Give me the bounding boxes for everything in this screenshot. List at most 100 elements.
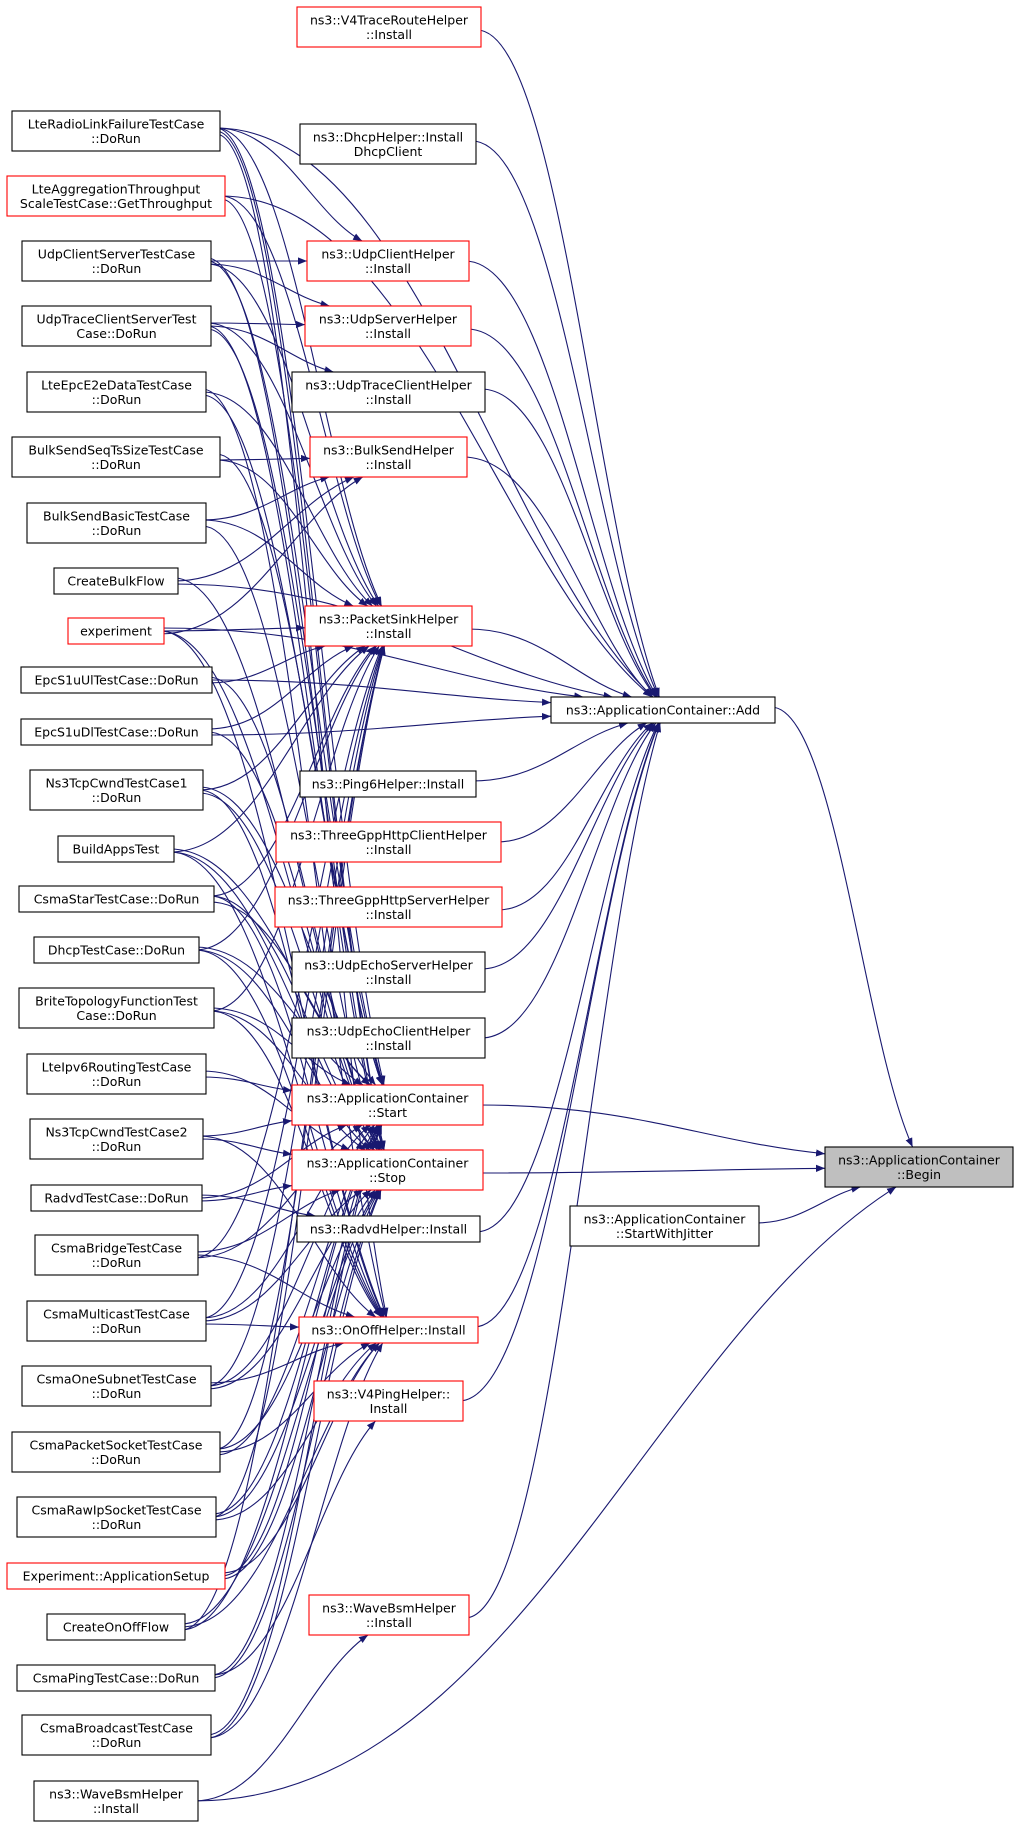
edge-epcdl-to-add — [207, 712, 552, 736]
node-udpclienth[interactable]: ns3::UdpClientHelper::Install — [306, 240, 470, 282]
node-epcul[interactable]: EpcS1uUlTestCase::DoRun — [20, 666, 213, 694]
node-label-stop-line1: ns3::ApplicationContainer — [307, 1155, 470, 1170]
node-stop[interactable]: ns3::ApplicationContainer::Stop — [291, 1149, 484, 1191]
node-v4trace[interactable]: ns3::V4TraceRouteHelper::Install — [296, 6, 482, 48]
node-label-tcpcwnd1-line2: ::DoRun — [92, 790, 142, 805]
node-bulkbasic[interactable]: BulkSendBasicTestCase::DoRun — [26, 502, 207, 544]
node-tcpcwnd1[interactable]: Ns3TcpCwndTestCase1::DoRun — [29, 769, 204, 811]
node-radvdtc[interactable]: RadvdTestCase::DoRun — [30, 1184, 203, 1212]
node-label-csmarawip-line1: CsmaRawIpSocketTestCase — [31, 1502, 201, 1517]
node-ping6h[interactable]: ns3::Ping6Helper::Install — [299, 770, 477, 798]
node-udpserverh[interactable]: ns3::UdpServerHelper::Install — [304, 305, 472, 347]
node-add[interactable]: ns3::ApplicationContainer::Add — [550, 696, 776, 724]
node-httpclienth[interactable]: ns3::ThreeGppHttpClientHelper::Install — [275, 821, 502, 863]
node-label-bulkh-line1: ns3::BulkSendHelper — [323, 442, 455, 457]
edge-csmapacket-to-onoffh — [215, 1342, 371, 1453]
node-httpserverh[interactable]: ns3::ThreeGppHttpServerHelper::Install — [274, 886, 503, 928]
node-label-httpserverh-line1: ns3::ThreeGppHttpServerHelper — [288, 892, 490, 907]
node-label-onoffh-line1: ns3::OnOffHelper::Install — [311, 1323, 465, 1338]
edge-udptcs-to-sinkh — [206, 322, 377, 607]
node-label-buildapps-line1: BuildAppsTest — [73, 842, 160, 857]
node-label-expapp-line1: Experiment::ApplicationSetup — [23, 1569, 210, 1584]
node-udptraceh[interactable]: ns3::UdpTraceClientHelper::Install — [291, 371, 486, 413]
node-box-brite — [18, 987, 215, 1029]
node-label-bulkh-line2: ::Install — [365, 457, 411, 472]
node-tcpcwnd2[interactable]: Ns3TcpCwndTestCase2::DoRun — [29, 1118, 204, 1160]
node-echoserverh[interactable]: ns3::UdpEchoServerHelper::Install — [291, 951, 486, 993]
node-echoclienth[interactable]: ns3::UdpEchoClientHelper::Install — [291, 1017, 486, 1059]
node-box-csmapacket — [11, 1431, 221, 1473]
edge-bulkh-to-add — [462, 456, 654, 698]
node-epcdl[interactable]: EpcS1uDlTestCase::DoRun — [20, 718, 213, 746]
edge-epcul-to-sinkh — [207, 644, 326, 684]
node-label-v4pingh-line1: ns3::V4PingHelper:: — [327, 1386, 450, 1401]
node-begin[interactable]: ns3::ApplicationContainer::Begin — [824, 1146, 1014, 1188]
node-label-csmabridge-line2: ::DoRun — [92, 1255, 142, 1270]
node-box-tcpcwnd1 — [29, 769, 204, 811]
edge-start-to-begin — [478, 1104, 826, 1157]
node-label-dhcptc-line1: DhcpTestCase::DoRun — [48, 943, 185, 958]
node-radvdh[interactable]: ns3::RadvdHelper::Install — [296, 1215, 481, 1243]
node-v4pingh[interactable]: ns3::V4PingHelper::Install — [313, 1380, 464, 1422]
edge-radvdtc-to-radvdh — [197, 1194, 316, 1219]
nodes-layer: ns3::ApplicationContainer::Beginns3::App… — [6, 6, 1014, 1822]
node-csmabcast[interactable]: CsmaBroadcastTestCase::DoRun — [21, 1714, 212, 1756]
node-lteagg[interactable]: LteAggregationThroughputScaleTestCase::G… — [6, 175, 226, 217]
node-startjitter[interactable]: ns3::ApplicationContainer::StartWithJitt… — [569, 1205, 760, 1247]
edge-httpserverh-to-add — [497, 722, 653, 911]
node-csmastar[interactable]: CsmaStarTestCase::DoRun — [18, 885, 215, 913]
node-buildapps[interactable]: BuildAppsTest — [57, 835, 175, 863]
edge-tcpcwnd1-to-onoffh — [198, 789, 385, 1318]
node-label-csmapacket-line1: CsmaPacketSocketTestCase — [29, 1437, 202, 1452]
node-label-tcpcwnd2-line2: ::DoRun — [92, 1139, 142, 1154]
edge-createonoff-to-start — [180, 1124, 381, 1631]
edge-ping6h-to-add — [471, 721, 629, 782]
edge-udptraceh-to-add — [480, 388, 657, 698]
node-csmamulti[interactable]: CsmaMulticastTestCase::DoRun — [26, 1300, 207, 1342]
node-createbulk[interactable]: CreateBulkFlow — [53, 567, 179, 595]
edge-csmabridge-to-onoffh — [193, 1254, 355, 1319]
node-box-bulkh — [309, 436, 468, 478]
edge-tcpcwnd2-to-onoffh — [198, 1135, 377, 1318]
node-box-csmabridge — [34, 1234, 199, 1276]
node-box-createonoff — [46, 1613, 186, 1641]
node-label-v4trace-line1: ns3::V4TraceRouteHelper — [310, 12, 469, 27]
node-bulkh[interactable]: ns3::BulkSendHelper::Install — [309, 436, 468, 478]
node-csmaping[interactable]: CsmaPingTestCase::DoRun — [16, 1664, 216, 1692]
node-expapp[interactable]: Experiment::ApplicationSetup — [6, 1562, 226, 1590]
node-lterlf[interactable]: LteRadioLinkFailureTestCase::DoRun — [11, 110, 221, 152]
node-dhcptc[interactable]: DhcpTestCase::DoRun — [33, 936, 200, 964]
node-csmapacket[interactable]: CsmaPacketSocketTestCase::DoRun — [11, 1431, 221, 1473]
node-box-udpcs — [21, 240, 212, 282]
node-experiment[interactable]: experiment — [67, 617, 165, 645]
node-wavebsmL[interactable]: ns3::WaveBsmHelper::Install — [33, 1780, 199, 1822]
node-bulkseq[interactable]: BulkSendSeqTsSizeTestCase::DoRun — [11, 436, 221, 478]
node-box-udptcs — [21, 305, 212, 347]
edge-wavebsmL-to-begin — [193, 1186, 897, 1802]
node-box-v4pingh — [313, 1380, 464, 1422]
node-box-httpserverh — [274, 886, 503, 928]
node-createonoff[interactable]: CreateOnOffFlow — [46, 1613, 186, 1641]
node-csmaone[interactable]: CsmaOneSubnetTestCase::DoRun — [21, 1365, 212, 1407]
node-wavebsmR[interactable]: ns3::WaveBsmHelper::Install — [308, 1594, 470, 1636]
node-lteepc[interactable]: LteEpcE2eDataTestCase::DoRun — [26, 371, 207, 413]
node-csmabridge[interactable]: CsmaBridgeTestCase::DoRun — [34, 1234, 199, 1276]
node-label-bulkseq-line2: ::DoRun — [91, 457, 141, 472]
node-csmarawip[interactable]: CsmaRawIpSocketTestCase::DoRun — [16, 1496, 217, 1538]
node-label-v4trace-line2: ::Install — [366, 27, 412, 42]
node-onoffh[interactable]: ns3::OnOffHelper::Install — [298, 1316, 479, 1344]
node-label-csmarawip-line2: ::DoRun — [92, 1517, 142, 1532]
node-start[interactable]: ns3::ApplicationContainer::Start — [291, 1084, 484, 1126]
node-sinkh[interactable]: ns3::PacketSinkHelper::Install — [304, 605, 473, 647]
node-label-lteagg-line2: ScaleTestCase::GetThroughput — [20, 196, 212, 211]
node-label-echoclienth-line1: ns3::UdpEchoClientHelper — [307, 1023, 472, 1038]
node-udpcs[interactable]: UdpClientServerTestCase::DoRun — [21, 240, 212, 282]
node-label-udptraceh-line1: ns3::UdpTraceClientHelper — [305, 377, 472, 392]
node-lteipv6[interactable]: LteIpv6RoutingTestCase::DoRun — [26, 1053, 207, 1095]
node-label-epcul-line1: EpcS1uUlTestCase::DoRun — [34, 673, 198, 688]
node-label-echoserverh-line1: ns3::UdpEchoServerHelper — [304, 957, 473, 972]
node-box-radvdtc — [30, 1184, 203, 1212]
